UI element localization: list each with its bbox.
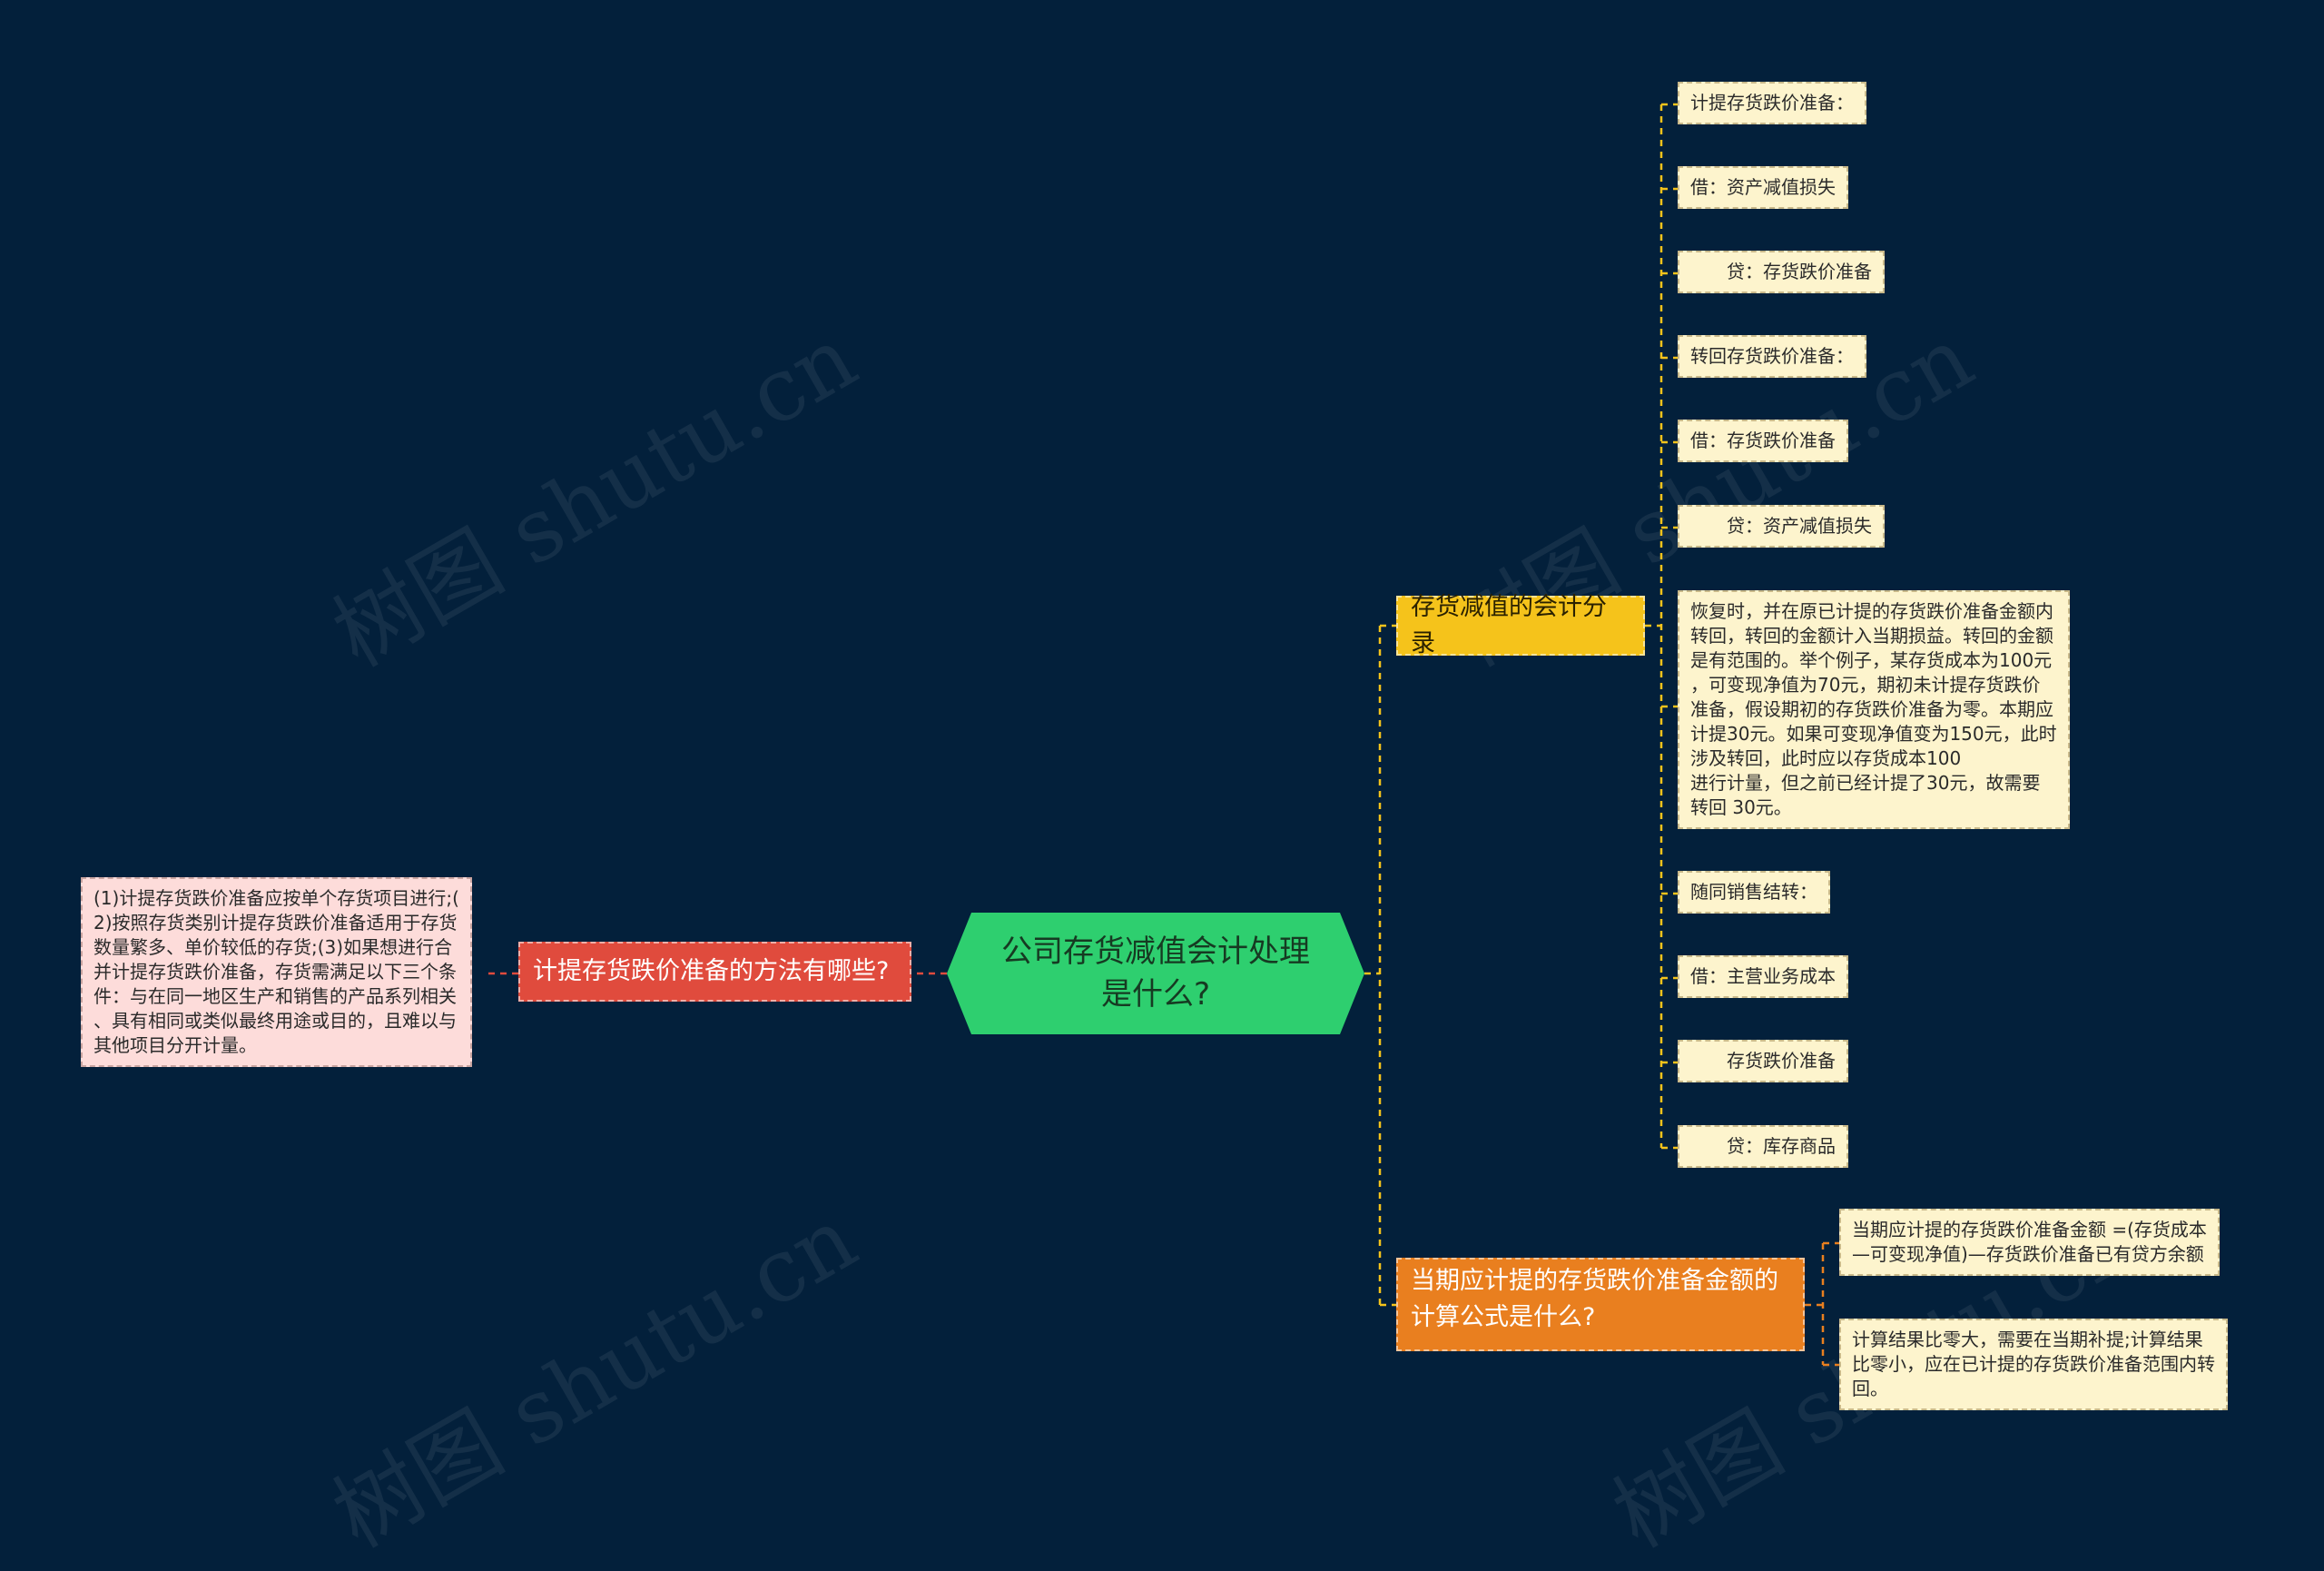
- leaf-entry[interactable]: 借：存货跌价准备: [1678, 420, 1848, 462]
- connector-right-trunk: [1364, 624, 1396, 1307]
- connector-yellow-trunk: [1645, 104, 1663, 1148]
- branch-calculation-methods[interactable]: 计提存货跌价准备的方法有哪些?: [518, 942, 911, 1002]
- branch-label: 计提存货跌价准备的方法有哪些?: [533, 957, 890, 985]
- leaf-entry[interactable]: 贷：资产减值损失: [1678, 505, 1885, 548]
- leaf-entry[interactable]: 贷：存货跌价准备: [1678, 251, 1885, 293]
- leaf-formula[interactable]: 当期应计提的存货跌价准备金额 =(存货成本 —可变现净值)—存货跌价准备已有贷方…: [1839, 1209, 2220, 1276]
- branch-label: 当期应计提的存货跌价准备金额的计算公式是什么?: [1411, 1267, 1778, 1331]
- leaf-entry[interactable]: 计提存货跌价准备：: [1678, 82, 1866, 124]
- leaf-reversal-example[interactable]: 恢复时，并在原已计提的存货跌价准备金额内 转回，转回的金额计入当期损益。转回的金…: [1678, 590, 2070, 829]
- connector-lines: [484, 103, 1839, 1367]
- branch-accounting-entries[interactable]: 存货减值的会计分录: [1396, 593, 1645, 657]
- leaf-calculation-methods[interactable]: (1)计提存货跌价准备应按单个存货项目进行;( 2)按照存货类别计提存货跌价准备…: [81, 877, 472, 1067]
- branch-formula[interactable]: 当期应计提的存货跌价准备金额的计算公式是什么?: [1396, 1258, 1805, 1351]
- leaf-formula-result[interactable]: 计算结果比零大，需要在当期补提;计算结果 比零小，应在已计提的存货跌价准备范围内…: [1839, 1319, 2228, 1410]
- mindmap-canvas: 树图 shutu.cn 树图 shutu.cn 树图 shutu.cn 树图 s…: [81, 82, 2228, 1567]
- connector-orange: [1805, 1241, 1839, 1367]
- central-topic[interactable]: 公司存货减值会计处理是什么?: [947, 913, 1364, 1034]
- branch-label: 存货减值的会计分录: [1411, 593, 1607, 657]
- leaf-entry[interactable]: 借：主营业务成本: [1678, 955, 1848, 998]
- connector-yellow-leaves: [1661, 103, 1678, 1150]
- leaf-entry[interactable]: 转回存货跌价准备：: [1678, 335, 1866, 378]
- leaf-entry[interactable]: 随同销售结转：: [1678, 871, 1830, 914]
- leaf-entry[interactable]: 借：资产减值损失: [1678, 166, 1848, 209]
- leaf-entry[interactable]: 贷：库存商品: [1678, 1125, 1848, 1168]
- leaf-entry[interactable]: 存货跌价准备: [1678, 1040, 1848, 1082]
- central-topic-label: 公司存货减值会计处理是什么?: [1001, 934, 1310, 1013]
